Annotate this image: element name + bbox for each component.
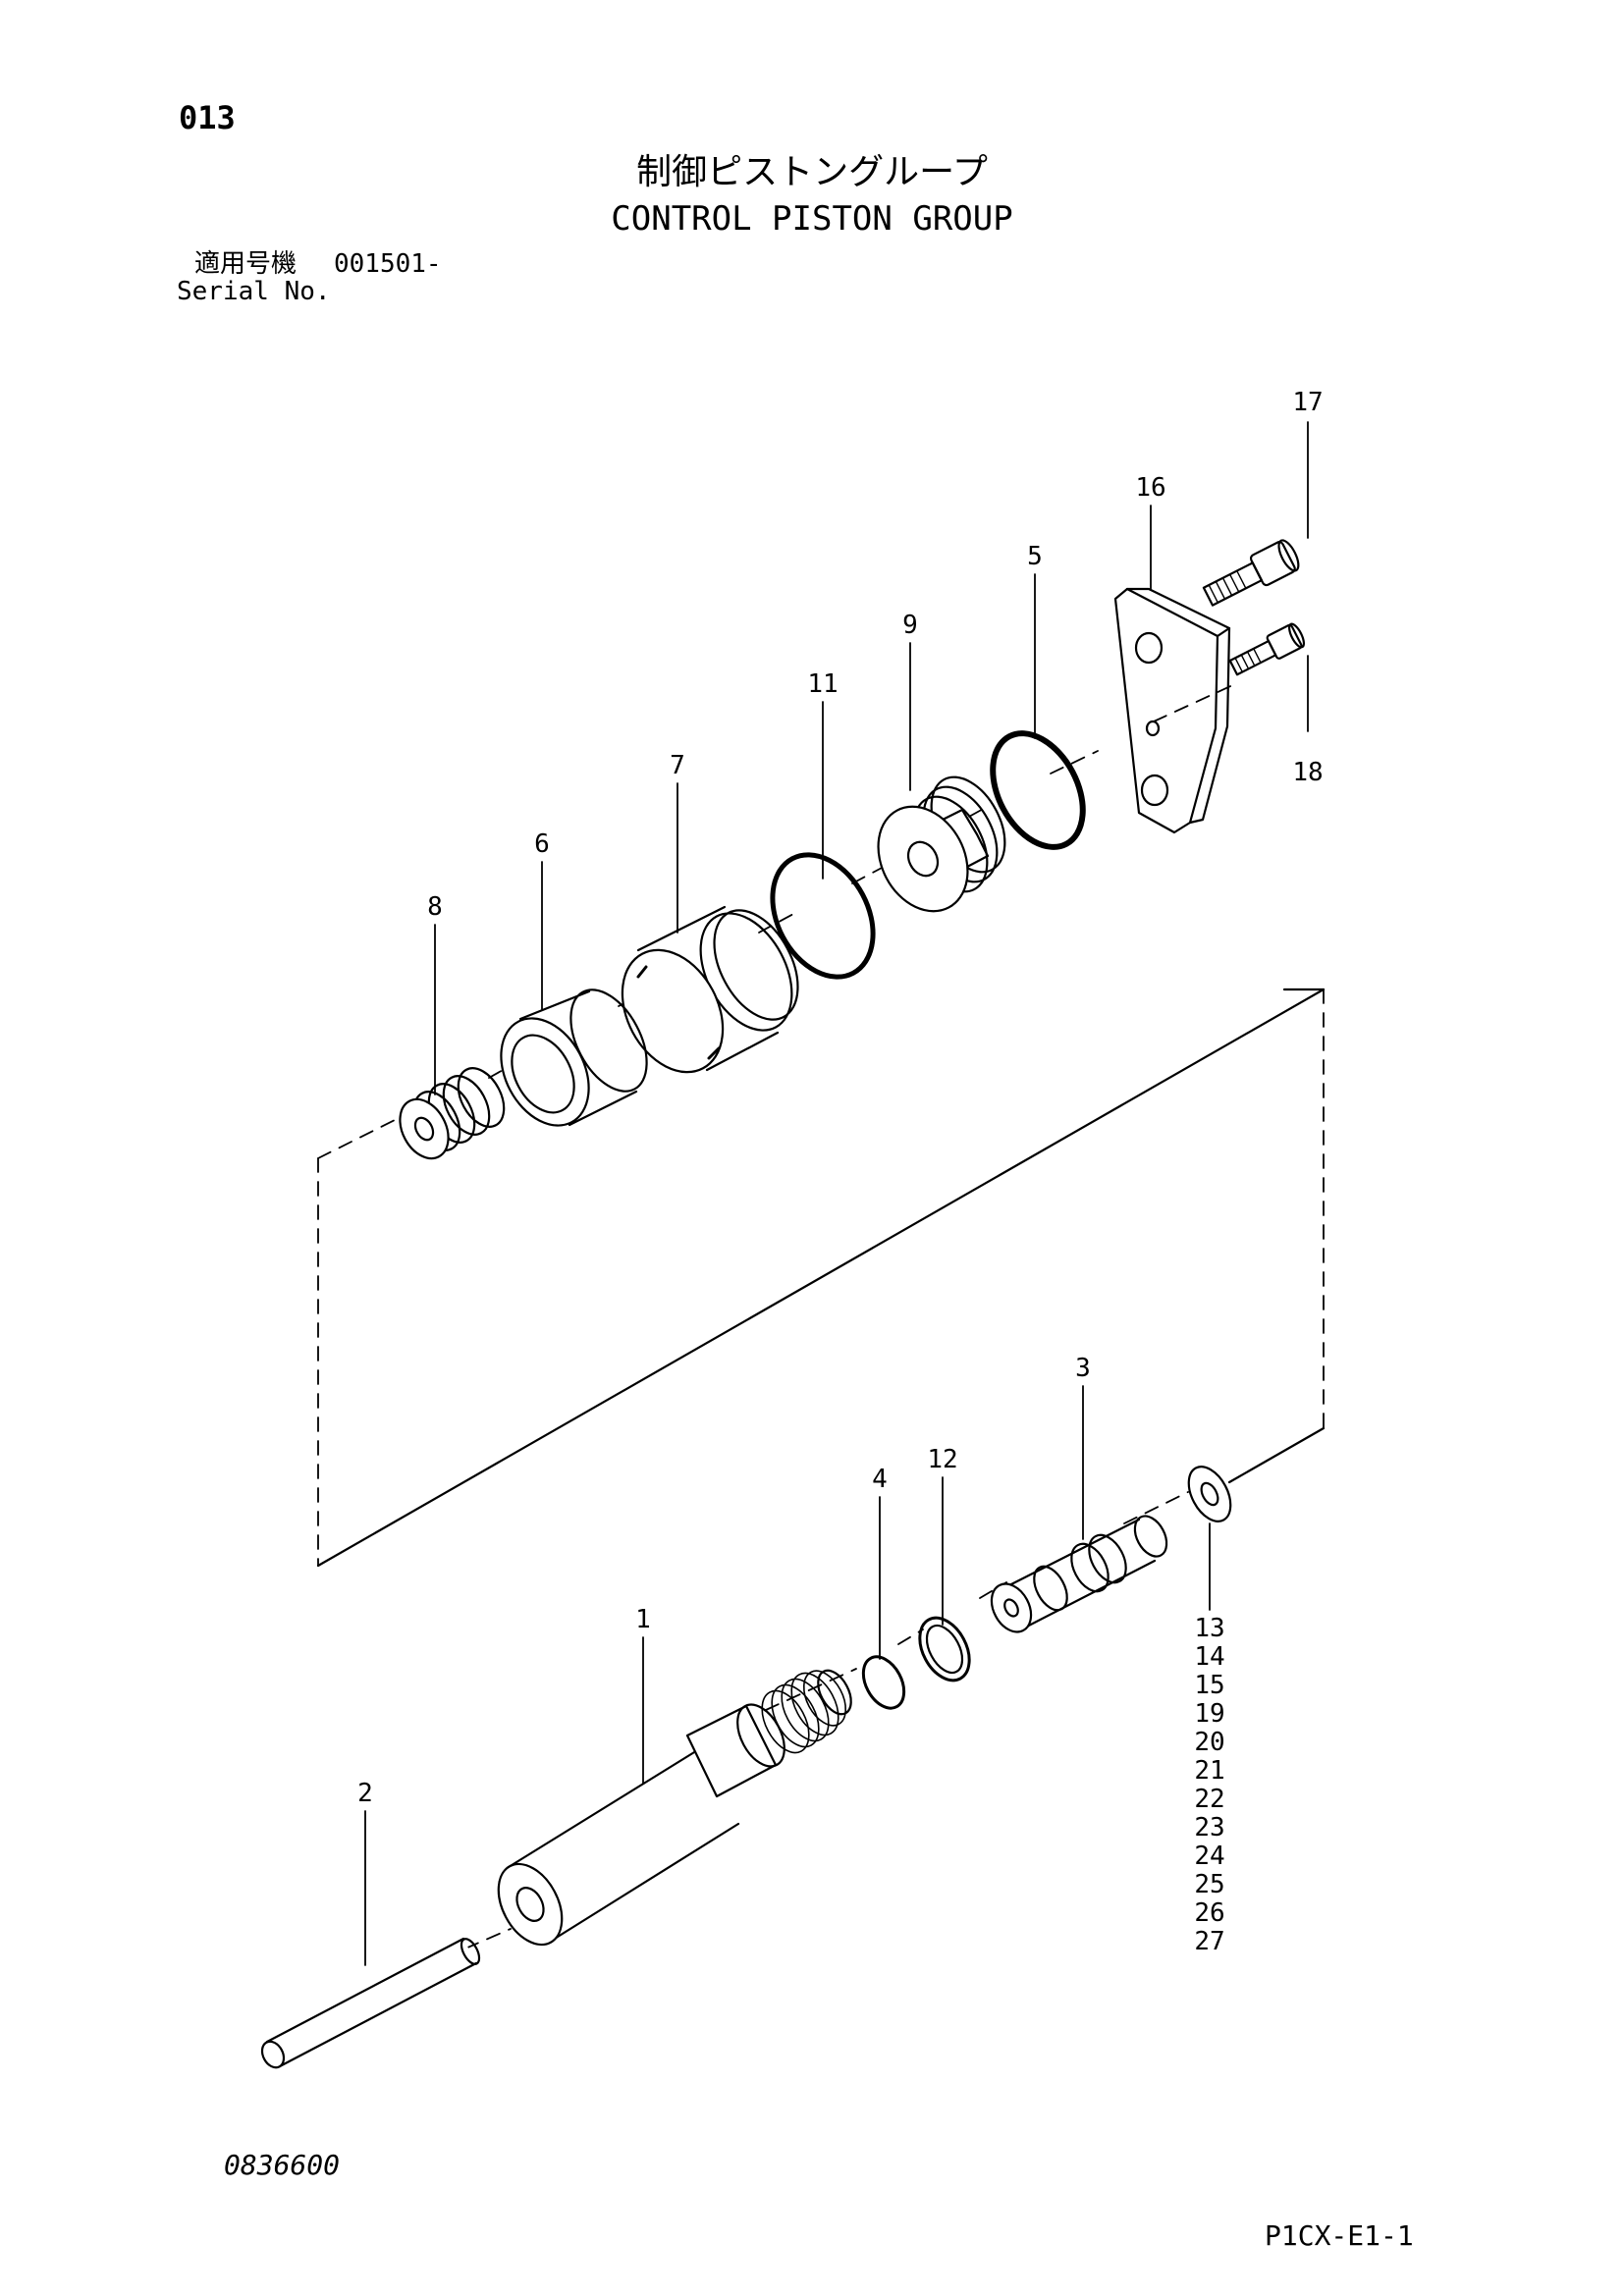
pin-2 bbox=[260, 1937, 481, 2069]
callout-stack-item: 22 bbox=[1194, 1785, 1224, 1814]
callout-2: 2 bbox=[357, 1779, 373, 1808]
cap-screw-17 bbox=[1202, 539, 1300, 607]
callout-5: 5 bbox=[1027, 542, 1043, 571]
plate-16 bbox=[1113, 587, 1231, 834]
callout-1: 1 bbox=[635, 1605, 651, 1634]
page-number: 013 bbox=[179, 99, 236, 136]
spring-8 bbox=[399, 1067, 506, 1160]
callout-18: 18 bbox=[1292, 758, 1323, 787]
callout-stack-item: 21 bbox=[1194, 1756, 1224, 1786]
callout-16: 16 bbox=[1135, 473, 1165, 503]
cap-screw-18 bbox=[1228, 622, 1306, 676]
bracket-line-long-diagonal bbox=[316, 988, 1326, 1568]
page-code: P1CX-E1-1 bbox=[1265, 2219, 1414, 2252]
washer-13 bbox=[1187, 1466, 1232, 1522]
o-ring-4 bbox=[861, 1655, 906, 1710]
callout-8: 8 bbox=[427, 892, 443, 922]
o-ring-5 bbox=[990, 730, 1086, 850]
serial-label-english: Serial No. bbox=[177, 277, 331, 306]
callout-stack: 13 14 15 19 20 21 22 23 24 25 26 27 bbox=[1194, 1614, 1224, 1956]
serial-label-japanese: 適用号機 bbox=[194, 249, 298, 279]
sleeve-body-1 bbox=[497, 1669, 852, 1947]
callout-4: 4 bbox=[872, 1465, 888, 1494]
spool-3 bbox=[990, 1515, 1168, 1633]
callout-9: 9 bbox=[902, 611, 918, 640]
callout-stack-item: 25 bbox=[1194, 1870, 1224, 1899]
callout-stack-item: 19 bbox=[1194, 1699, 1224, 1729]
sleeve-7 bbox=[621, 905, 799, 1074]
leader-lines bbox=[364, 421, 1309, 1966]
callout-12: 12 bbox=[927, 1445, 957, 1474]
callout-stack-item: 27 bbox=[1194, 1927, 1224, 1956]
bushing-6 bbox=[500, 988, 648, 1127]
callout-6: 6 bbox=[534, 829, 550, 859]
callout-stack-item: 24 bbox=[1194, 1842, 1224, 1871]
callout-7: 7 bbox=[670, 751, 685, 780]
callout-17: 17 bbox=[1292, 388, 1323, 417]
drawing-number: 0836600 bbox=[224, 2149, 341, 2181]
callout-11: 11 bbox=[807, 669, 838, 699]
page-title-english: CONTROL PISTON GROUP bbox=[611, 199, 1013, 239]
bracket-line-lower-right bbox=[1227, 1426, 1326, 1484]
backup-ring-12 bbox=[918, 1616, 971, 1682]
callout-stack-item: 14 bbox=[1194, 1642, 1224, 1672]
page-title-japanese: 制御ピストングループ bbox=[636, 152, 988, 192]
serial-number-value: 001501- bbox=[334, 249, 442, 279]
piston-9 bbox=[877, 775, 1006, 913]
callout-stack-item: 26 bbox=[1194, 1898, 1224, 1928]
callout-stack-item: 13 bbox=[1194, 1614, 1224, 1643]
callout-3: 3 bbox=[1075, 1354, 1091, 1383]
callout-stack-item: 15 bbox=[1194, 1671, 1224, 1700]
callout-stack-item: 20 bbox=[1194, 1728, 1224, 1757]
assembly-centerlines bbox=[317, 681, 1325, 1949]
callout-stack-item: 23 bbox=[1194, 1813, 1224, 1842]
o-ring-11 bbox=[770, 852, 876, 980]
